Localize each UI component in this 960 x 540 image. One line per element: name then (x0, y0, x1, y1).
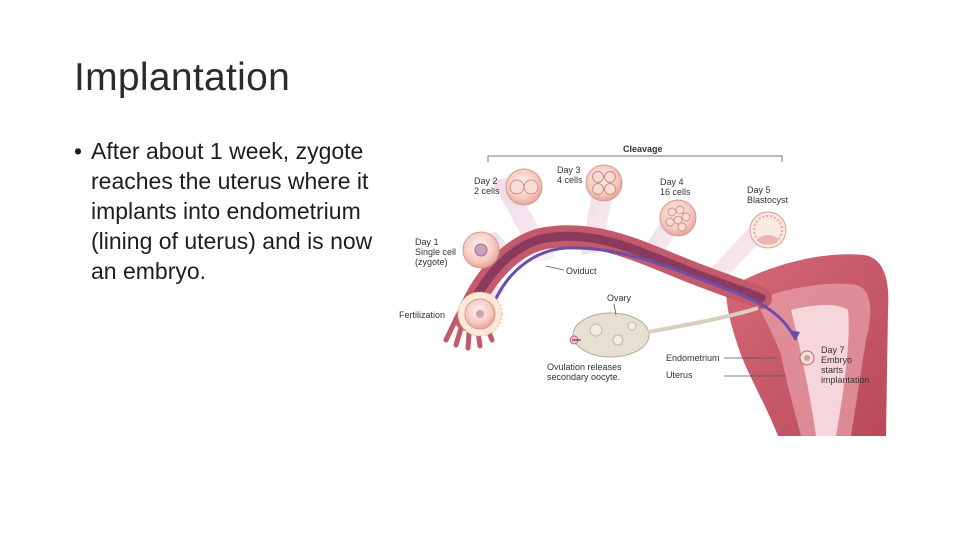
oviduct-label: Oviduct (566, 266, 597, 276)
uterus-label: Uterus (666, 370, 693, 380)
day3-sub: 4 cells (557, 175, 583, 185)
day3-cell (586, 165, 622, 201)
ovulation-line2: secondary oocyte. (547, 372, 620, 382)
implantation-diagram: Cleavage (396, 140, 890, 436)
slide-title: Implantation (74, 56, 290, 100)
diagram-svg: Cleavage (396, 140, 890, 436)
day7-embryo (800, 351, 814, 365)
day5-title: Day 5 (747, 185, 771, 195)
day4-cell (660, 200, 696, 236)
day1-sub1: Single cell (415, 247, 456, 257)
ovary-label: Ovary (607, 293, 632, 303)
day3-title: Day 3 (557, 165, 581, 175)
day2-title: Day 2 (474, 176, 498, 186)
day1-sub2: (zygote) (415, 257, 448, 267)
day7-title: Day 7 (821, 345, 845, 355)
cleavage-label: Cleavage (623, 144, 663, 154)
day5-blastocyst (750, 212, 786, 248)
day7-line3: implantation (821, 375, 870, 385)
day5-sub: Blastocyst (747, 195, 789, 205)
endometrium-label: Endometrium (666, 353, 720, 363)
day4-sub: 16 cells (660, 187, 691, 197)
day4-title: Day 4 (660, 177, 684, 187)
day1-zygote (463, 232, 499, 268)
bullet-dot: • (74, 136, 82, 166)
ovary (570, 308, 758, 357)
day7-line1: Embryo (821, 355, 852, 365)
day1-title: Day 1 (415, 237, 439, 247)
bullet-text: After about 1 week, zygote reaches the u… (74, 136, 384, 286)
fertilization-cell (458, 292, 502, 336)
day2-cell (506, 169, 542, 205)
bullet-list: • After about 1 week, zygote reaches the… (74, 136, 384, 286)
day2-sub: 2 cells (474, 186, 500, 196)
ovulation-line1: Ovulation releases (547, 362, 622, 372)
fertilization-label: Fertilization (399, 310, 445, 320)
cleavage-bracket (488, 156, 782, 162)
day7-line2: starts (821, 365, 844, 375)
uterus-shape (726, 254, 888, 436)
